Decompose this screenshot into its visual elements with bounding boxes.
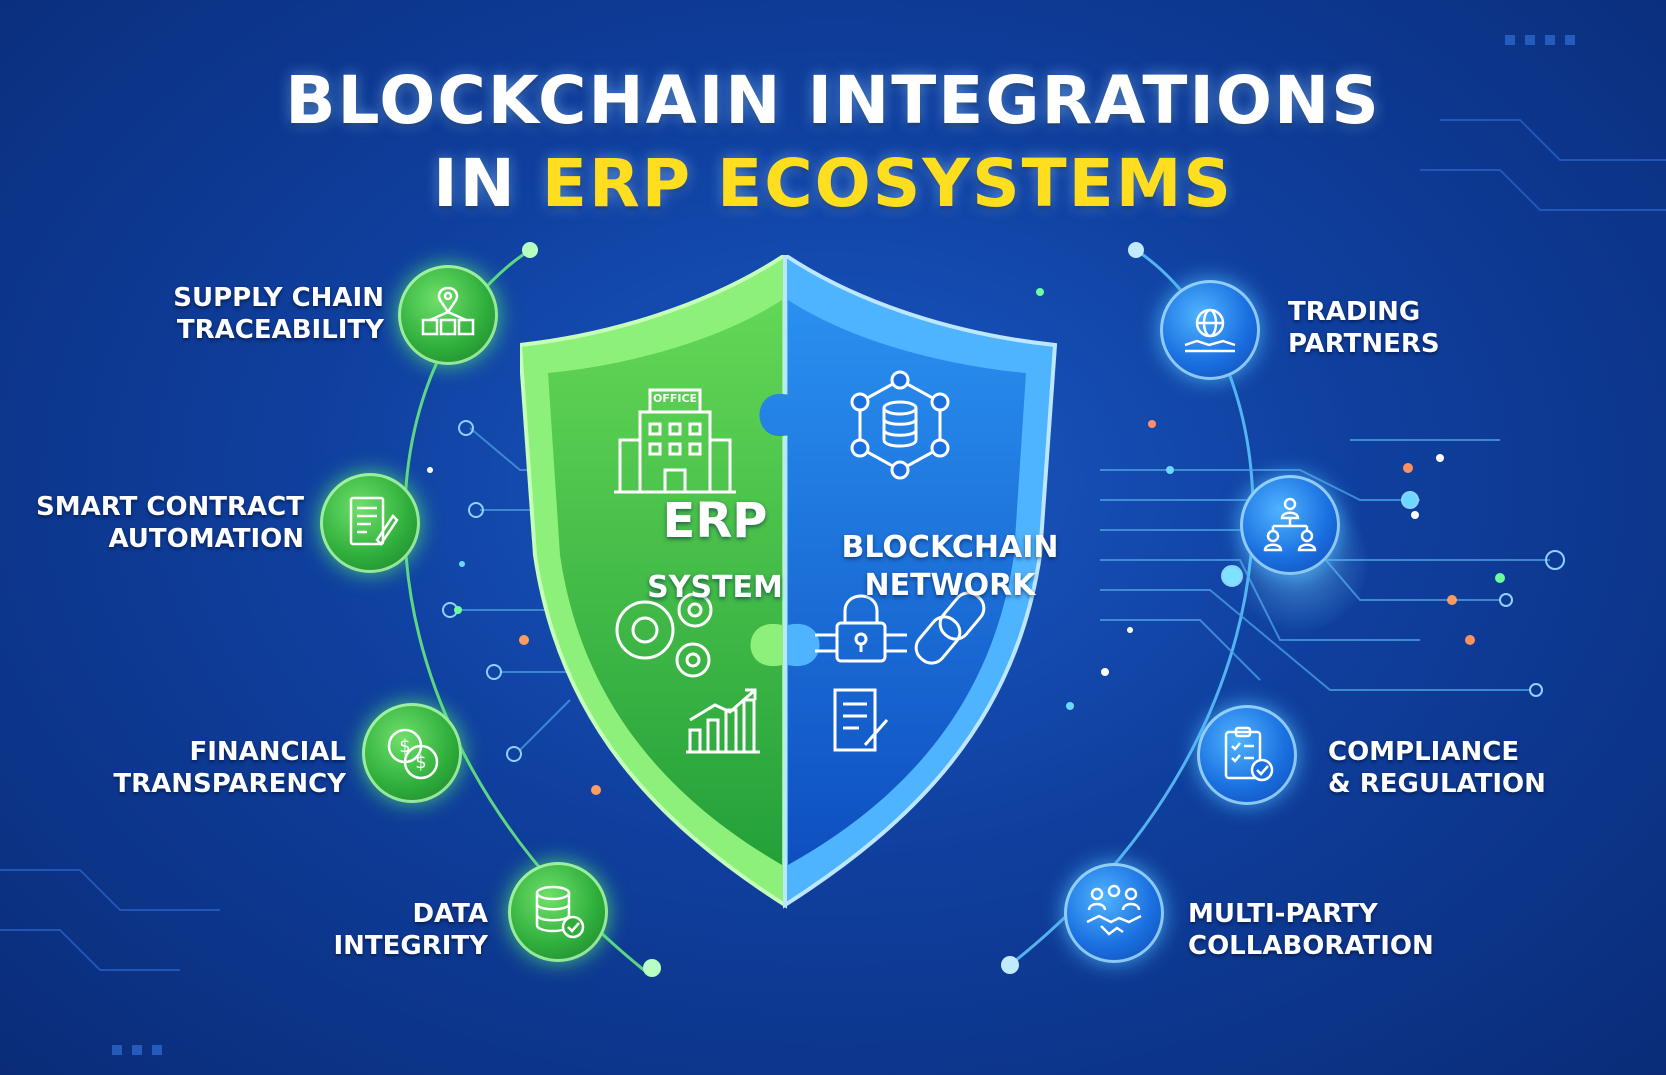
erp-title: ERP [662,493,768,549]
right-arc-dot-bottom [1001,956,1019,974]
main-title-line2: IN ERP ECOSYSTEMS [0,145,1666,222]
growth-chart-icon [686,688,760,754]
corner-traces [0,119,1666,971]
erp-subtitle: SYSTEM [647,570,783,605]
svg-text:$: $ [415,752,426,773]
multi-party-node [1064,863,1164,963]
main-title-line1: BLOCKCHAIN INTEGRATIONS [285,62,1381,139]
office-sign: OFFICE [653,392,697,405]
org-structure-node [1240,475,1340,575]
left-circuit-dots [442,420,522,762]
chain-link-icon [914,591,986,665]
lock-icon [815,594,907,663]
supply-chain-icon [421,286,475,336]
blockchain-title: BLOCKCHAIN [841,530,1059,565]
handshake-icon [1086,884,1142,936]
title-accent: ERP ECOSYSTEMS [541,145,1233,222]
supply-chain-node [398,265,498,365]
gears-icon [615,592,713,678]
database-check-icon [535,885,585,939]
office-building-icon [614,388,736,494]
title-prefix: IN [433,145,517,222]
globe-hand-icon [1184,308,1236,353]
blockchain-subtitle: NETWORK [864,568,1036,603]
corner-squares [112,35,1575,1055]
coins-icon: $ $ [387,728,439,780]
compliance-node [1197,705,1297,805]
contract-icon [349,496,399,546]
document-icon [833,688,889,752]
trading-partners-node [1160,280,1260,380]
compliance-label: COMPLIANCE& REGULATION [1328,737,1546,799]
left-arc-dot-bottom [643,959,661,977]
shield-right-half [759,300,1026,865]
smart-contract-node [320,473,420,573]
left-arc-dot-top [522,242,538,258]
clipboard-check-icon [1224,726,1274,782]
financial-node: $ $ [362,703,462,803]
right-arc-dot-top [1128,242,1144,258]
org-chart-icon [1263,497,1317,552]
svg-text:$: $ [399,736,410,757]
database-network-icon [850,370,950,480]
left-circuit-lines [455,427,571,751]
shield: OFFICE [520,255,1058,909]
data-integrity-node [508,862,608,962]
